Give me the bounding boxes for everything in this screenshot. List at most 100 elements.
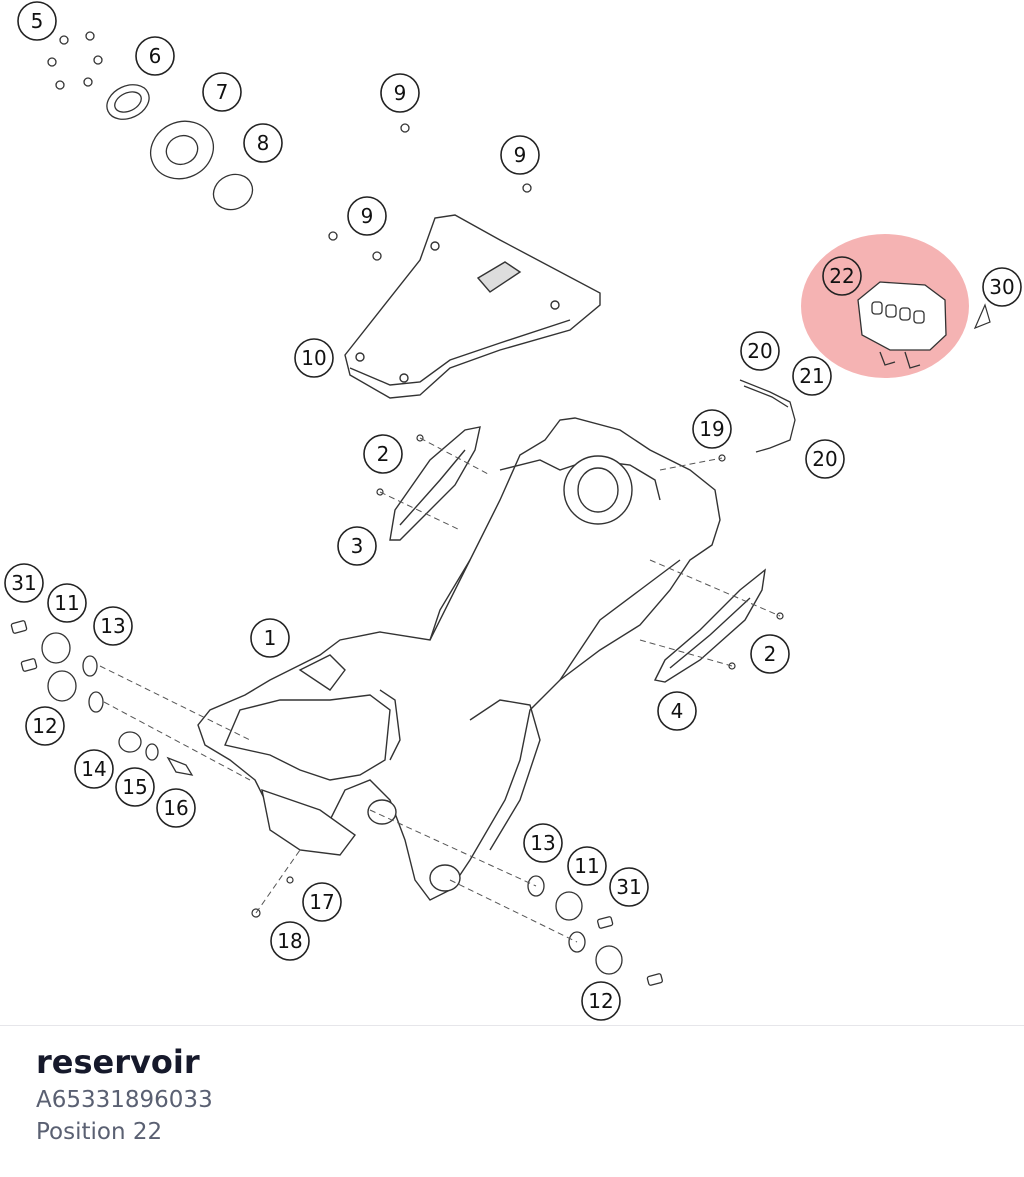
screws-part-9[interactable] — [328, 123, 532, 261]
callout-circle — [523, 823, 563, 863]
callout-label: 31 — [616, 875, 641, 899]
callout-label: 13 — [530, 831, 555, 855]
divider — [0, 1025, 1024, 1026]
callout-12[interactable]: 12 — [581, 981, 621, 1021]
callout-label: 9 — [514, 143, 527, 167]
callout-9[interactable]: 9 — [347, 196, 387, 236]
callout-12[interactable]: 12 — [25, 706, 65, 746]
part-info: reservoir A65331896033 Position 22 — [36, 1040, 213, 1148]
plate-part-10[interactable] — [344, 214, 601, 399]
callout-label: 10 — [301, 346, 326, 370]
callout-9[interactable]: 9 — [380, 73, 420, 113]
callout-17[interactable]: 17 — [302, 882, 342, 922]
hose-part-20[interactable] — [739, 379, 796, 453]
callout-label: 12 — [588, 989, 613, 1013]
callout-circle — [4, 563, 44, 603]
callout-label: 16 — [163, 796, 188, 820]
part-number: A65331896033 — [36, 1087, 213, 1113]
fuel-cap-parts[interactable] — [47, 31, 258, 216]
callout-circle — [74, 749, 114, 789]
callout-21[interactable]: 21 — [792, 356, 832, 396]
callout-circle — [792, 356, 832, 396]
callout-circle — [609, 867, 649, 907]
callout-label: 9 — [361, 204, 374, 228]
callout-19[interactable]: 19 — [692, 409, 732, 449]
callout-label: 5 — [31, 9, 44, 33]
callout-7[interactable]: 7 — [202, 72, 242, 112]
assembly-lines — [99, 437, 781, 943]
reservoir-part-22[interactable] — [857, 281, 947, 369]
callout-6[interactable]: 6 — [135, 36, 175, 76]
callout-20[interactable]: 20 — [805, 439, 845, 479]
callout-label: 19 — [699, 417, 724, 441]
callout-circle — [17, 1, 57, 41]
callout-circle — [202, 72, 242, 112]
callout-circle — [156, 788, 196, 828]
callout-label: 11 — [574, 854, 599, 878]
callout-circle — [750, 634, 790, 674]
callout-label: 1 — [264, 626, 277, 650]
callout-circle — [347, 196, 387, 236]
callout-label: 22 — [829, 264, 854, 288]
callout-14[interactable]: 14 — [74, 749, 114, 789]
callout-16[interactable]: 16 — [156, 788, 196, 828]
callout-label: 31 — [11, 571, 36, 595]
callout-label: 8 — [257, 131, 270, 155]
callout-circle — [337, 526, 377, 566]
callout-circle — [363, 434, 403, 474]
callout-circle — [93, 606, 133, 646]
callout-label: 4 — [671, 699, 684, 723]
callout-label: 30 — [989, 275, 1014, 299]
callout-1[interactable]: 1 — [250, 618, 290, 658]
callout-circle — [25, 706, 65, 746]
callout-22[interactable]: 22 — [822, 256, 862, 296]
callout-label: 15 — [122, 775, 147, 799]
callout-30[interactable]: 30 — [982, 267, 1022, 307]
part-name: reservoir — [36, 1043, 200, 1081]
callout-circle — [805, 439, 845, 479]
side-cover-part-3[interactable] — [389, 426, 481, 541]
callout-3[interactable]: 3 — [337, 526, 377, 566]
callout-4[interactable]: 4 — [657, 691, 697, 731]
callout-label: 9 — [394, 81, 407, 105]
callout-2[interactable]: 2 — [750, 634, 790, 674]
callout-circle — [302, 882, 342, 922]
callout-circle — [380, 73, 420, 113]
callout-circle — [115, 767, 155, 807]
callout-8[interactable]: 8 — [243, 123, 283, 163]
callout-20[interactable]: 20 — [740, 331, 780, 371]
callout-label: 17 — [309, 890, 334, 914]
callout-10[interactable]: 10 — [294, 338, 334, 378]
callout-31[interactable]: 31 — [609, 867, 649, 907]
left-mounting-parts[interactable] — [10, 620, 194, 776]
callout-13[interactable]: 13 — [523, 823, 563, 863]
callout-label: 13 — [100, 614, 125, 638]
callout-label: 3 — [351, 534, 364, 558]
callout-circle — [657, 691, 697, 731]
callout-label: 14 — [81, 757, 106, 781]
callout-31[interactable]: 31 — [4, 563, 44, 603]
callout-circle — [135, 36, 175, 76]
callout-label: 6 — [149, 44, 162, 68]
callout-9[interactable]: 9 — [500, 135, 540, 175]
callout-circle — [982, 267, 1022, 307]
callout-2[interactable]: 2 — [363, 434, 403, 474]
callout-circle — [692, 409, 732, 449]
callout-circle — [567, 846, 607, 886]
callout-15[interactable]: 15 — [115, 767, 155, 807]
exploded-parts-diagram: 5678999102230202119202331111312412141516… — [4, 1, 1022, 1021]
callout-label: 18 — [277, 929, 302, 953]
callout-circle — [250, 618, 290, 658]
callout-label: 7 — [216, 80, 229, 104]
callout-label: 2 — [764, 642, 777, 666]
callout-label: 21 — [799, 364, 824, 388]
callout-circle — [740, 331, 780, 371]
callout-18[interactable]: 18 — [270, 921, 310, 961]
callout-5[interactable]: 5 — [17, 1, 57, 41]
frame-part[interactable] — [197, 417, 721, 901]
callout-13[interactable]: 13 — [93, 606, 133, 646]
callout-label: 11 — [54, 591, 79, 615]
callout-11[interactable]: 11 — [47, 583, 87, 623]
callout-11[interactable]: 11 — [567, 846, 607, 886]
